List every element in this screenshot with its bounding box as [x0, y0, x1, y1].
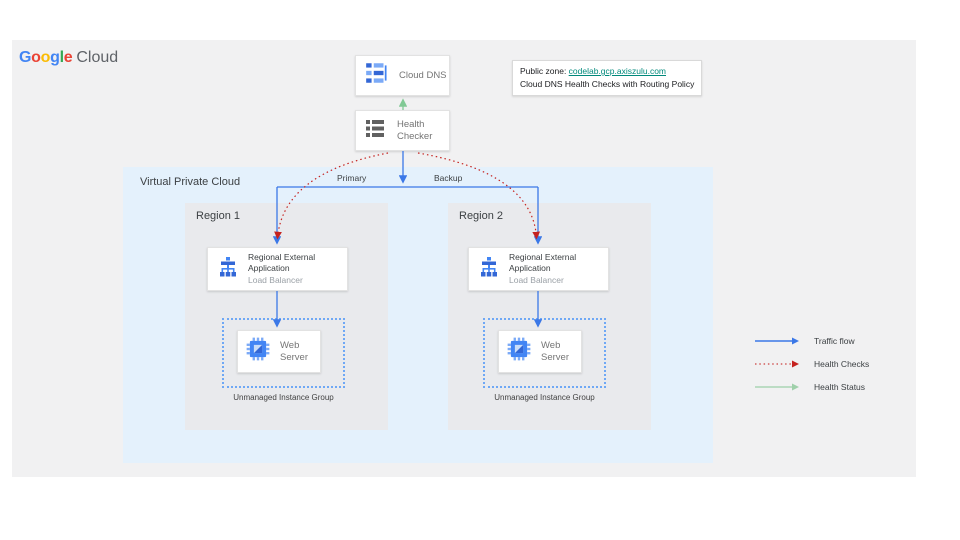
region-1-label: Region 1: [196, 210, 241, 222]
vpc-container: Virtual Private Cloud Region 1 Region 2: [123, 167, 713, 463]
logo-letter: l: [59, 49, 64, 66]
region-2-label: Region 2: [459, 210, 504, 222]
region-1-container: Region 1: [185, 203, 388, 430]
logo-cloud-text: Cloud: [76, 49, 119, 66]
health-checker-icon: [364, 116, 388, 145]
legend-row-health-status: Health Status: [754, 380, 869, 394]
legend-label: Traffic flow: [814, 336, 855, 346]
backup-route-label: Backup: [434, 173, 463, 183]
legend: Traffic flow Health Checks Health Status: [754, 334, 869, 403]
region-1-instance-group-label: Unmanaged Instance Group: [233, 393, 334, 402]
cloud-dns-node: Cloud DNS: [355, 55, 450, 96]
load-balancer-title: Regional External Application: [248, 252, 316, 274]
public-zone-annotation: Public zone: codelab.gcp.axiszulu.com Cl…: [512, 60, 703, 97]
load-balancer-subtitle: Load Balancer: [248, 274, 303, 285]
logo-letter: o: [40, 49, 51, 66]
primary-route-label: Primary: [337, 173, 367, 183]
health-checker-label: Health Checker: [397, 118, 433, 142]
public-zone-link[interactable]: codelab.gcp.axiszulu.com: [568, 66, 667, 76]
cloud-dns-icon: [364, 60, 390, 91]
traffic-flow-line-sample: [755, 337, 799, 345]
load-balancer-subtitle: Load Balancer: [509, 274, 564, 285]
region-2-instance-group-box: [483, 318, 606, 388]
public-zone-line2: Cloud DNS Health Checks with Routing Pol…: [520, 79, 695, 90]
region-1-instance-group-box: [222, 318, 345, 388]
health-checker-node: Health Checker: [355, 110, 450, 151]
cloud-dns-label: Cloud DNS: [399, 69, 447, 81]
region-2-load-balancer-node: Regional External Application Load Balan…: [468, 247, 609, 291]
load-balancer-title: Regional External Application: [509, 252, 577, 274]
compute-engine-icon: [506, 336, 532, 367]
web-server-label: Web Server: [541, 339, 569, 363]
load-balancer-icon: [477, 255, 501, 284]
health-status-line-sample: [755, 383, 799, 391]
legend-label: Health Status: [814, 382, 866, 392]
vpc-label: Virtual Private Cloud: [140, 176, 241, 188]
logo-letter: e: [63, 49, 73, 66]
load-balancer-icon: [216, 255, 240, 284]
health-checks-line-sample: [755, 360, 799, 368]
region-1-load-balancer-node: Regional External Application Load Balan…: [207, 247, 348, 291]
logo-letter: o: [31, 49, 41, 66]
region-1-web-server-node: Web Server: [237, 330, 321, 373]
logo-letter: g: [50, 49, 60, 66]
public-zone-prefix: Public zone:: [520, 66, 569, 76]
public-zone-line1: Public zone: codelab.gcp.axiszulu.com: [520, 65, 694, 78]
legend-row-traffic-flow: Traffic flow: [754, 334, 869, 348]
legend-label: Health Checks: [814, 359, 870, 369]
logo-letter: G: [19, 49, 32, 66]
web-server-label: Web Server: [280, 339, 308, 363]
region-2-web-server-node: Web Server: [498, 330, 582, 373]
legend-row-health-checks: Health Checks: [754, 357, 869, 371]
region-2-instance-group-label: Unmanaged Instance Group: [494, 393, 595, 402]
compute-engine-icon: [245, 336, 271, 367]
